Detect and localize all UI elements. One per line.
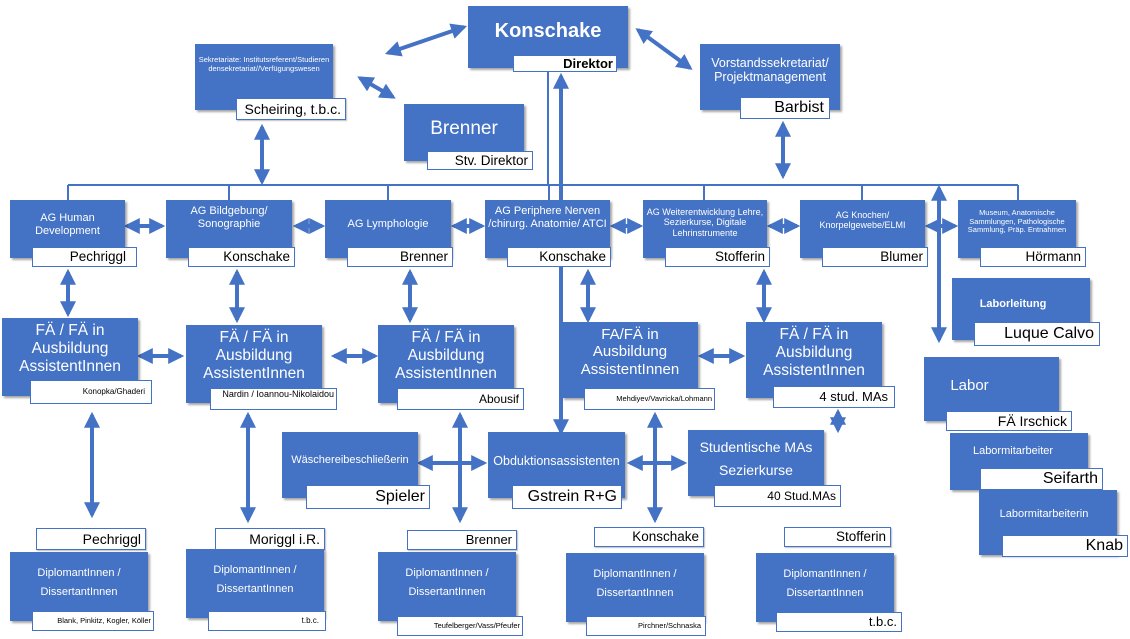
diplomants-3-title: DiplomantInnen / DissertantInnen <box>405 567 489 598</box>
diplomants-5-title: DiplomantInnen / DissertantInnen <box>783 568 867 599</box>
diplomants-3-box[interactable]: DiplomantInnen / DissertantInnen <box>378 552 516 621</box>
diplomants-1-title: DiplomantInnen / DissertantInnen <box>37 567 121 598</box>
residents-3-tag: Abousif <box>397 388 524 410</box>
laundry-title: Wäschereibeschließerin <box>291 454 409 466</box>
residents-5-title: FÄ / FÄ in Ausbildung AssistentInnen <box>763 326 865 379</box>
ag-bone-tag: Blumer <box>822 247 928 267</box>
laundry-tag: Spieler <box>306 485 430 509</box>
residents-1-title: FÄ / FÄ in Ausbildung AssistentInnen <box>19 322 121 375</box>
supervisor-4-tag: Konschake <box>594 527 704 547</box>
residents-2-tag: Nardin / Ioannou-Nikolaidou <box>210 388 337 410</box>
lab-lead-tag: Luque Calvo <box>974 322 1100 346</box>
ag-bone-title: AG Knochen/ Knorpelgewebe/ELMI <box>819 210 906 231</box>
residents-5-tag: 4 stud. MAs <box>773 386 895 408</box>
diplomants-2-title: DiplomantInnen / DissertantInnen <box>213 564 297 595</box>
relation-arrows <box>60 23 959 524</box>
secretariat-tag: Scheiring, t.b.c. <box>236 98 346 120</box>
hierarchy-lines <box>67 72 1019 200</box>
ag-human-development-tag: Pechriggl <box>32 247 137 267</box>
autopsy-title: Obduktionsassistenten <box>493 454 620 468</box>
lab-staff-2-title: Labormitarbeiterin <box>999 508 1089 520</box>
ag-imaging-tag: Konschake <box>188 247 295 267</box>
lab-staff-1-title: Labormitarbeiter <box>972 445 1054 457</box>
autopsy-tag: Gstrein R+G <box>512 485 622 509</box>
residents-4-title: FA/FÄ in Ausbildung AssistentInnen <box>580 326 680 378</box>
deputy-tag: Stv. Direktor <box>427 151 533 170</box>
lab-tag: FÄ Irschick <box>946 411 1072 431</box>
diplomants-5-tag: t.b.c. <box>776 612 902 632</box>
residents-5-box[interactable]: FÄ / FÄ in Ausbildung AssistentInnen <box>746 322 882 398</box>
diplomants-4-title: DiplomantInnen / DissertantInnen <box>593 568 677 599</box>
students-title: Studentische MAs Sezierkurse <box>699 439 813 479</box>
diplomants-2-tag: t.b.c. <box>208 611 326 631</box>
ag-teaching-tag: Stofferin <box>665 247 770 267</box>
diplomants-4-tag: Pirchner/Schnaska <box>586 616 706 636</box>
residents-3-title: FÄ / FÄ in Ausbildung AssistentInnen <box>395 329 497 382</box>
diplomants-1-tag: Blank, Pinkitz, Kogler, Köller <box>32 611 154 631</box>
museum-tag: Hörmann <box>980 247 1086 267</box>
board-secretariat-title: Vorstandssekretariat/ Projektmanagement <box>711 56 829 85</box>
museum-title: Museum, Anatomische Sammlungen, Patholog… <box>967 208 1067 235</box>
diplomants-4-box[interactable]: DiplomantInnen / DissertantInnen <box>566 553 704 622</box>
lab-box[interactable]: Labor <box>924 357 1059 421</box>
residents-4-tag: Mehdiyev/Vavricka/Lohmann <box>584 388 715 410</box>
ag-lymphology-tag: Brenner <box>347 247 453 267</box>
ag-lymphology-title: AG Lymphologie <box>347 218 429 230</box>
ag-teaching-title: AG Weiterentwicklung Lehre, Sezierkurse,… <box>646 207 764 238</box>
secretariat-title: Sekretariate: Institutsreferent/Studiere… <box>198 55 330 73</box>
residents-1-tag: Konopka/Ghaderi <box>30 380 152 404</box>
supervisor-2-tag: Moriggl i.R. <box>215 528 325 550</box>
supervisor-3-tag: Brenner <box>407 530 517 550</box>
deputy-title: Brenner <box>430 118 498 139</box>
ag-human-development-title: AG Human Development <box>35 212 100 237</box>
ag-nerves-title: AG Periphere Nerven /chirurg. Anatomie/ … <box>488 205 607 230</box>
ag-nerves-tag: Konschake <box>507 247 611 267</box>
lab-staff-1-tag: Seifarth <box>980 468 1103 490</box>
residents-4-box[interactable]: FA/FÄ in Ausbildung AssistentInnen <box>562 322 698 398</box>
director-title: Konschake <box>494 20 602 42</box>
diplomants-3-tag: Teufelberger/Vass/Pfeufer <box>397 616 523 636</box>
diplomants-1-box[interactable]: DiplomantInnen / DissertantInnen <box>10 552 148 621</box>
diplomants-2-box[interactable]: DiplomantInnen / DissertantInnen <box>186 549 324 618</box>
director-tag: Direktor <box>513 55 617 72</box>
board-secretariat-tag: Barbist <box>740 97 830 119</box>
lab-lead-title: Laborleitung <box>979 298 1047 310</box>
supervisor-1-tag: Pechriggl <box>36 528 146 550</box>
residents-2-title: FÄ / FÄ in Ausbildung AssistentInnen <box>203 329 305 382</box>
supervisor-5-tag: Stofferin <box>784 527 891 547</box>
ag-imaging-title: AG Bildgebung/Sonographie <box>190 205 268 230</box>
students-tag: 40 Stud.MAs <box>714 485 841 507</box>
lab-title: Labor <box>950 377 989 394</box>
diplomants-5-box[interactable]: DiplomantInnen / DissertantInnen <box>756 553 894 622</box>
lab-staff-2-tag: Knab <box>1002 535 1128 557</box>
